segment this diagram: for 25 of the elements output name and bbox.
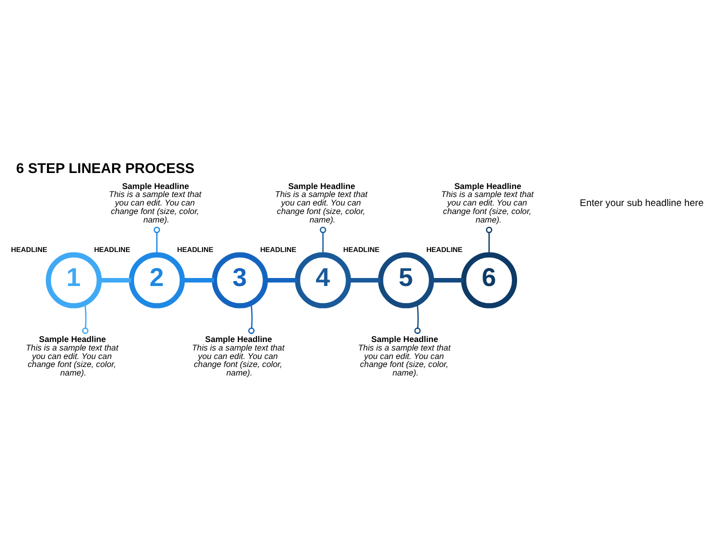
node-text: Sample Headline This is a sample text that you can edit. You can change font (size, color, name). — [26, 334, 118, 378]
connector — [320, 226, 326, 255]
node-circle: 1 — [46, 252, 102, 308]
diagram-title: 6 STEP LINEAR PROCESS — [16, 160, 194, 177]
connector — [248, 303, 255, 334]
connector — [486, 226, 492, 255]
node-circle: 5 — [378, 252, 434, 308]
node-circle: 4 — [294, 252, 351, 308]
connector — [182, 278, 214, 283]
node-circle: 2 — [128, 252, 185, 308]
connector — [414, 303, 421, 334]
node-text: Sample Headline This is a sample text that you can edit. You can change font (size, color, name). — [192, 334, 284, 378]
node-text: Sample Headline This is a sample text that you can edit. You can change font (size, color, name). — [275, 180, 368, 224]
connector — [154, 226, 160, 255]
label: Enter your sub headline here — [580, 198, 704, 209]
connector — [265, 278, 298, 283]
node-circle: 3 — [212, 252, 268, 308]
connector — [348, 278, 380, 283]
node-text: Sample Headline This is a sample text that you can edit. You can change font (size, color, name). — [358, 334, 451, 378]
node-circle: 6 — [461, 252, 518, 308]
node-text: Sample Headline This is a sample text that you can edit. You can change font (size, color, name). — [108, 180, 202, 224]
connector — [99, 278, 132, 283]
node-text: Sample Headline This is a sample text that you can edit. You can change font (size, color, name). — [441, 180, 534, 224]
connector — [432, 278, 464, 283]
connector — [82, 303, 88, 334]
